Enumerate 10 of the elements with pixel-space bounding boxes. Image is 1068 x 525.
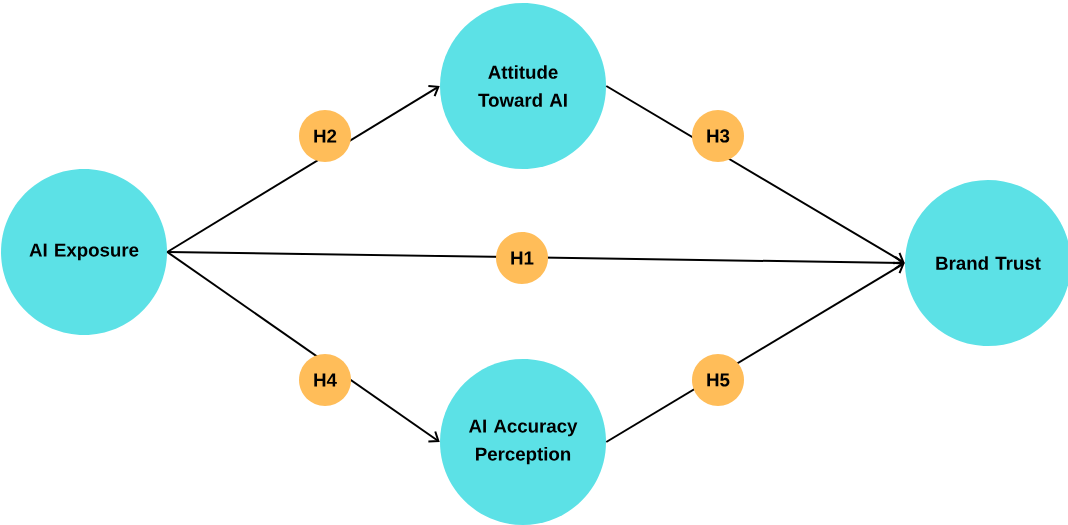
arrow bbox=[166, 251, 905, 270]
arrow bbox=[605, 85, 905, 265]
hypothesis-badge: H4 bbox=[299, 354, 351, 406]
arrow bbox=[166, 84, 440, 253]
hypothesis-badge: H1 bbox=[496, 232, 548, 284]
hypothesis-badge: H2 bbox=[299, 110, 351, 162]
arrow bbox=[166, 251, 440, 443]
hypothesis-badge: H5 bbox=[692, 354, 744, 406]
arrow bbox=[605, 261, 905, 443]
hypothesis-badge: H3 bbox=[692, 110, 744, 162]
